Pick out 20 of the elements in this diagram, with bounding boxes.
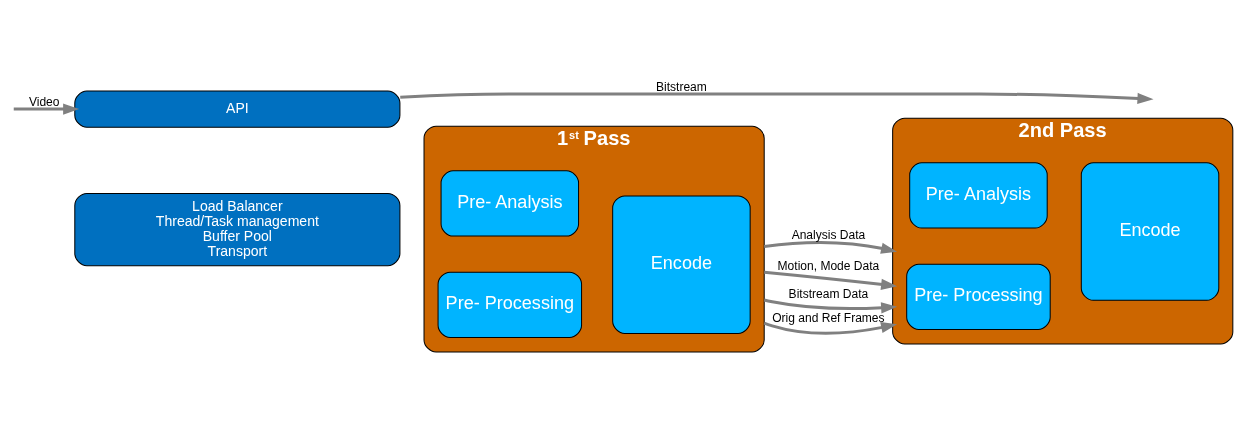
edge-label: Orig and Ref Frames [772,310,885,325]
node-box: Pre- Processing [906,263,1051,330]
node-box: Pre- Processing [437,271,583,338]
node-box: Pre- Analysis [440,169,580,237]
arrow [764,270,898,290]
edge-label: Video [28,94,60,109]
node-box: Load Balancer Thread/Task management Buffer Pool Transport [74,192,401,266]
edge-label: Motion, Mode Data [777,258,880,273]
node-box: API [74,90,401,128]
node-box: Pre- Analysis [909,161,1048,229]
arrow [13,102,80,115]
node-box: Encode [1080,161,1220,301]
arrow [763,298,898,313]
arrow [763,321,898,335]
edge-label: Bitstream [656,79,707,94]
edge-label: Bitstream Data [788,286,869,301]
arrow [400,92,1154,104]
arrow [764,240,898,254]
node-box: Encode [612,194,751,334]
edge-label: Analysis Data [791,227,866,242]
